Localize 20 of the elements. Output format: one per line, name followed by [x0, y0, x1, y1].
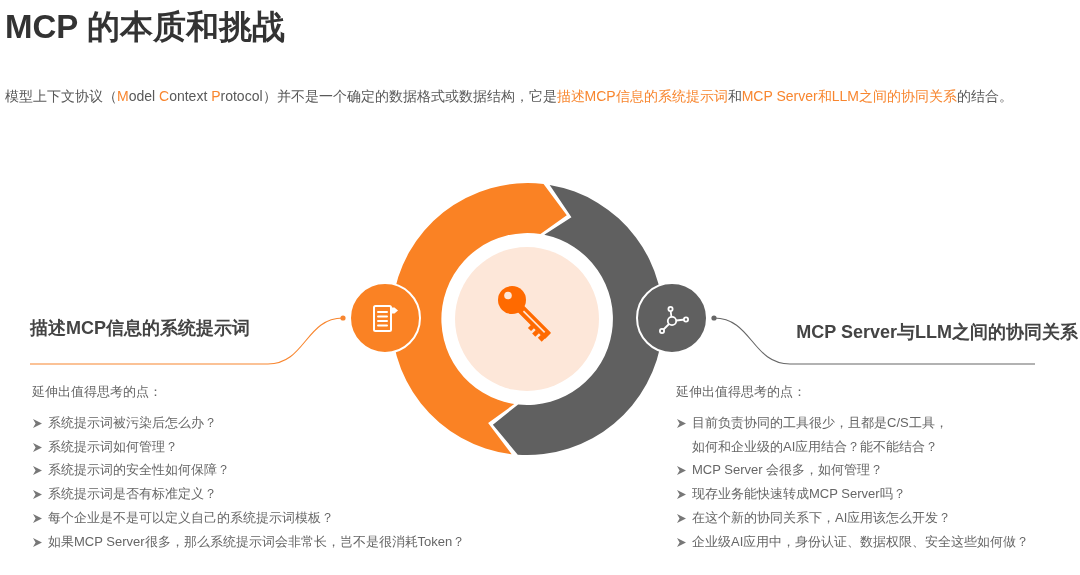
list-item: MCP Server 会很多，如何管理？	[692, 461, 885, 479]
leader-line	[711, 315, 1036, 365]
list-item: 系统提示词被污染后怎么办？	[48, 414, 218, 432]
leader-line	[29, 315, 346, 365]
icon-circle	[455, 247, 599, 391]
list-lead: 延伸出值得思考的点：	[32, 383, 162, 401]
list-lead: 延伸出值得思考的点：	[676, 383, 806, 401]
list-item: 在这个新的协同关系下，AI应用该怎么开发？	[692, 509, 953, 527]
list-item: 系统提示词是否有标准定义？	[48, 485, 218, 503]
intro-paragraph: 模型上下文协议（Model Context Protocol）并不是一个确定的数据格式或数据结构，它是描述MCP信息的系统提示词和MCP Server和LLM之间的协同关系的结合。	[5, 87, 1013, 106]
page-title: MCP 的本质和挑战	[5, 7, 285, 47]
list-item: 系统提示词的安全性如何保障？	[48, 461, 231, 479]
section-heading: MCP Server与LLM之间的协同关系	[786, 321, 1078, 364]
list-item: 系统提示词如何管理？	[48, 438, 179, 456]
list-item: 每个企业是不是可以定义自己的系统提示词模板？	[48, 509, 335, 527]
list-item: 企业级AI应用中，身份认证、数据权限、安全这些如何做？	[692, 533, 1031, 551]
list-item: 现存业务能快速转成MCP Server吗？	[692, 485, 907, 503]
section-heading: 描述MCP信息的系统提示词	[30, 317, 280, 364]
list-item: 如果MCP Server很多，那么系统提示词会非常长，岂不是很消耗Token？	[48, 533, 467, 551]
list-item: 目前负责协同的工具很少，且都是C/S工具，如何和企业级的AI应用结合？能不能结合？	[692, 414, 949, 456]
